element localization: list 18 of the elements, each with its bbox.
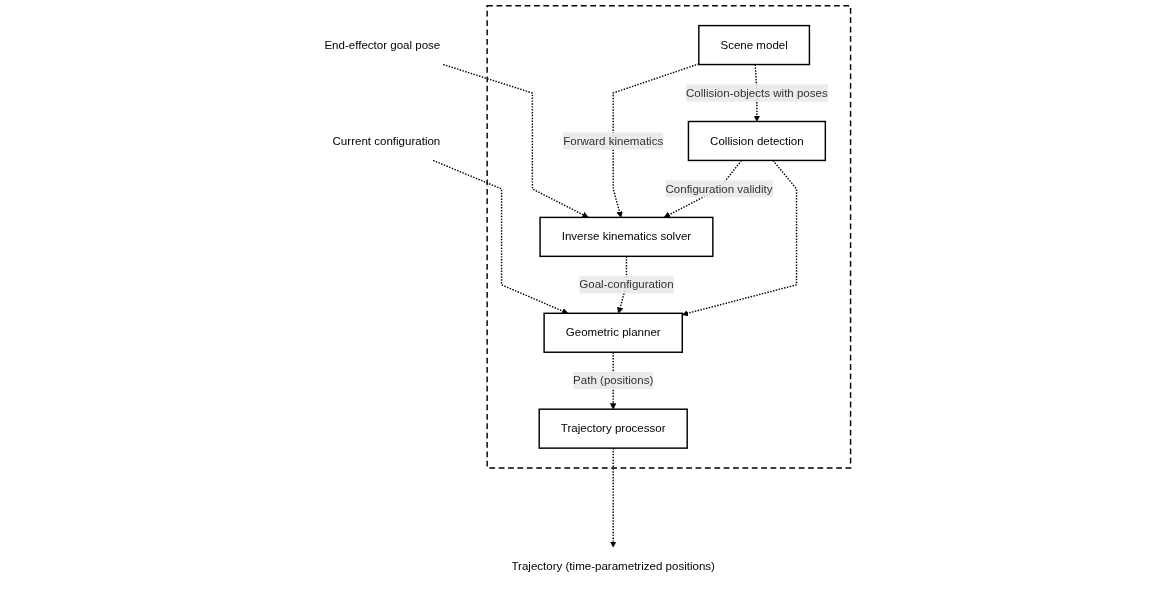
node-box: Collision detection [687, 120, 826, 162]
edge-label: Collision-objects with poses [685, 86, 828, 99]
node-text: Trajectory (time-parametrized positions) [511, 560, 715, 573]
node-box: Inverse kinematics solver [539, 216, 714, 258]
node-box: Trajectory processor [538, 408, 688, 449]
arrow [432, 159, 568, 314]
edge-label: Goal-configuration [579, 278, 674, 291]
arrow [442, 63, 589, 218]
node-box: Scene model [697, 24, 810, 66]
node-text: Current configuration [332, 134, 441, 147]
arrow [681, 159, 798, 317]
edge-label: Configuration validity [665, 182, 773, 195]
cluster [486, 5, 852, 469]
node-box: Geometric planner [543, 312, 683, 353]
edge-label: Path (positions) [572, 374, 654, 387]
edge-label: Forward kinematics [563, 134, 664, 147]
node-text: End-effector goal pose [324, 38, 441, 51]
arrow [612, 63, 700, 218]
